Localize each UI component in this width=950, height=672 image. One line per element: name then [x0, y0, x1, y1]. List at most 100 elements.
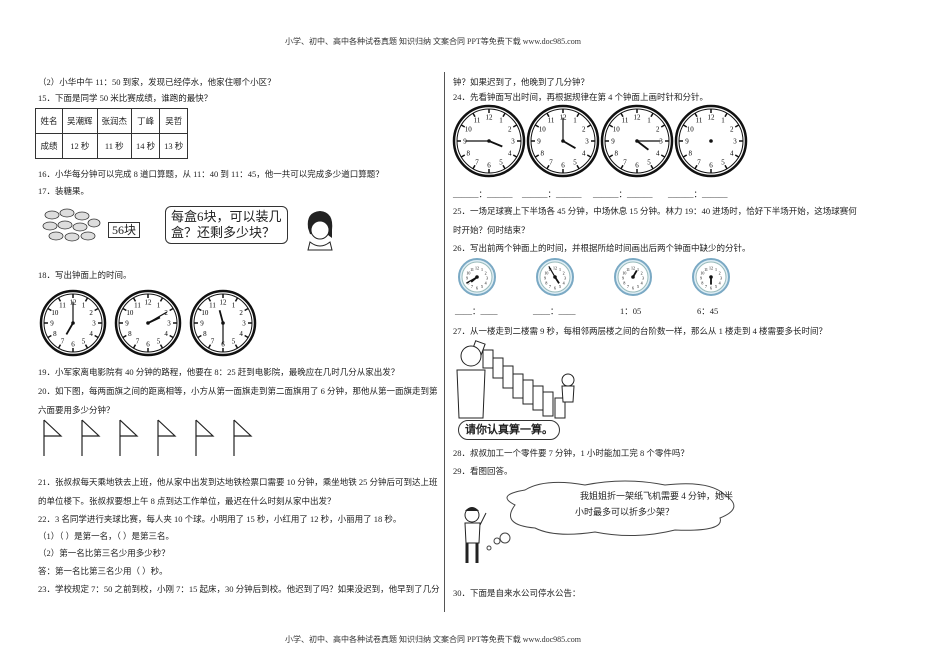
- svg-text:1: 1: [715, 267, 717, 272]
- svg-text:3: 3: [486, 276, 488, 281]
- name-cell: 张润杰: [96, 108, 133, 134]
- svg-text:11: 11: [474, 117, 481, 125]
- bubble-line: 每盒6块，可以装几: [171, 209, 282, 224]
- svg-text:9: 9: [466, 276, 468, 281]
- answer-blank[interactable]: ______：______: [668, 189, 728, 199]
- svg-text:5: 5: [157, 338, 161, 346]
- svg-text:4: 4: [563, 281, 565, 286]
- svg-text:6: 6: [487, 162, 491, 170]
- q26-time-label: 1：05: [620, 306, 642, 316]
- flag-icon: [157, 419, 177, 456]
- q14-part2: （2）小华中午 11：50 到家，发现已经停水，他家住哪个小区？: [38, 77, 276, 87]
- svg-text:10: 10: [622, 271, 626, 276]
- flag-icon: [81, 419, 101, 456]
- svg-text:10: 10: [51, 309, 59, 317]
- answer-blank[interactable]: ______：______: [593, 189, 653, 199]
- svg-text:6: 6: [476, 286, 478, 291]
- svg-text:12: 12: [634, 114, 642, 122]
- svg-text:1: 1: [721, 117, 725, 125]
- svg-text:3: 3: [92, 320, 96, 328]
- q15-score-table: 姓名 吴潮辉 张润杰 丁峰 吴哲 成绩 12 秒 11 秒 14 秒 13 秒: [35, 108, 189, 159]
- svg-text:7: 7: [475, 158, 479, 166]
- svg-text:5: 5: [481, 284, 483, 289]
- svg-text:12: 12: [708, 114, 716, 122]
- svg-text:3: 3: [659, 138, 663, 146]
- svg-text:4: 4: [730, 150, 734, 158]
- q16-text: 16．小华每分钟可以完成 8 道口算题，从 11：40 到 11：45，他一共可…: [38, 169, 384, 179]
- page-header: 小学、初中、高中各种试卷真题 知识归纳 文案合同 PPT等免费下载 www.do…: [285, 37, 581, 46]
- page-footer: 小学、初中、高中各种试卷真题 知识归纳 文案合同 PPT等免费下载 www.do…: [285, 635, 581, 644]
- svg-text:3: 3: [585, 138, 589, 146]
- svg-text:7: 7: [549, 158, 553, 166]
- svg-text:10: 10: [687, 126, 695, 134]
- svg-text:12: 12: [486, 114, 494, 122]
- answer-blank[interactable]: ____：____: [455, 306, 498, 316]
- svg-text:9: 9: [685, 138, 689, 146]
- svg-text:12: 12: [220, 299, 228, 307]
- svg-text:1: 1: [637, 267, 639, 272]
- q15-text: 15．下面是同学 50 米比赛成绩，谁跑的最快？: [38, 93, 213, 103]
- svg-text:7: 7: [471, 284, 473, 289]
- answer-blank[interactable]: ______：______: [522, 189, 582, 199]
- svg-text:5: 5: [637, 284, 639, 289]
- svg-text:6: 6: [632, 286, 634, 291]
- svg-text:1: 1: [481, 267, 483, 272]
- flag-icon: [119, 419, 139, 456]
- svg-text:4: 4: [641, 281, 643, 286]
- svg-text:6: 6: [709, 162, 713, 170]
- svg-text:6: 6: [710, 286, 712, 291]
- score-cell: 13 秒: [159, 133, 189, 159]
- svg-text:6: 6: [635, 162, 639, 170]
- row-header-score: 成绩: [35, 133, 63, 159]
- q21-text-line2: 的单位楼下。张叔叔要想上午 8 点到达工作单位，最迟在什么时刻从家中出发？: [38, 496, 336, 506]
- svg-text:3: 3: [167, 320, 171, 328]
- svg-text:9: 9: [463, 138, 467, 146]
- svg-text:11: 11: [548, 117, 555, 125]
- q25-text-line1: 25．一场足球赛上下半场各 45 分钟，中场休息 15 分钟。林力 19：40 …: [453, 206, 857, 216]
- svg-text:1: 1: [573, 117, 577, 125]
- svg-text:2: 2: [485, 271, 487, 276]
- q27-speech-bubble: 请你认真算一算。: [458, 420, 560, 440]
- svg-text:3: 3: [720, 276, 722, 281]
- svg-text:4: 4: [239, 330, 243, 338]
- svg-text:4: 4: [656, 150, 660, 158]
- svg-text:5: 5: [232, 338, 236, 346]
- svg-text:7: 7: [623, 158, 627, 166]
- svg-text:8: 8: [623, 281, 625, 286]
- q23-text-line2: 钟？如果迟到了，他晚到了几分钟？: [453, 77, 590, 87]
- svg-text:3: 3: [733, 138, 737, 146]
- svg-text:1: 1: [559, 267, 561, 272]
- svg-text:5: 5: [559, 284, 561, 289]
- flag-icon: [233, 419, 253, 456]
- svg-text:9: 9: [700, 276, 702, 281]
- svg-text:8: 8: [203, 330, 207, 338]
- flag-icon: [195, 419, 215, 456]
- svg-text:2: 2: [508, 126, 512, 134]
- svg-text:8: 8: [467, 281, 469, 286]
- flag-icon: [43, 419, 63, 456]
- svg-text:8: 8: [614, 150, 618, 158]
- svg-text:5: 5: [573, 158, 577, 166]
- svg-text:11: 11: [470, 267, 474, 272]
- svg-text:1: 1: [157, 301, 161, 309]
- svg-text:5: 5: [721, 158, 725, 166]
- q26-time-label: 6：45: [697, 306, 719, 316]
- svg-text:2: 2: [89, 309, 93, 317]
- svg-text:8: 8: [53, 330, 57, 338]
- svg-text:4: 4: [508, 150, 512, 158]
- answer-blank[interactable]: ____：____: [533, 306, 576, 316]
- svg-text:7: 7: [211, 338, 215, 346]
- svg-text:10: 10: [544, 271, 548, 276]
- svg-text:2: 2: [582, 126, 586, 134]
- answer-blank[interactable]: ______：______: [453, 189, 513, 199]
- q18-text: 18．写出钟面上的时间。: [38, 270, 132, 280]
- q27-text: 27．从一楼走到二楼需 9 秒，每相邻两层楼之间的台阶数一样，那么从 1 楼走到…: [453, 326, 828, 336]
- svg-text:7: 7: [549, 284, 551, 289]
- svg-text:12: 12: [631, 266, 635, 271]
- q29-cloud-line2: 小时最多可以折多少架？: [575, 507, 675, 517]
